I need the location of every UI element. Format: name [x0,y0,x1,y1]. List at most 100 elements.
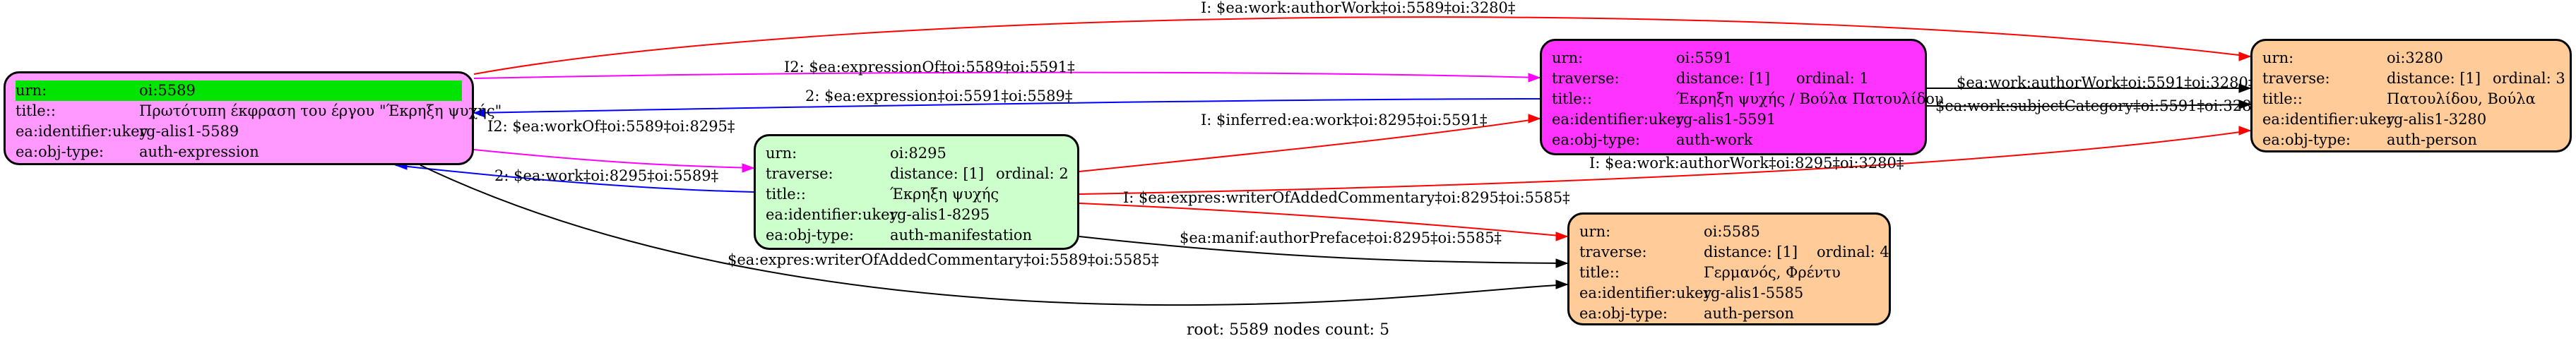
n8295-row: traverse: distance: [1] ordinal: 2 [756,164,1077,184]
edge-label: I: $ea:work:authorWork‡oi:8295‡oi:3280‡ [1589,155,1904,172]
edge-line [473,16,2251,75]
field-value: rg-alis1-3280 [2387,111,2487,128]
field-value: Γερμανός, Φρέντυ [1704,264,1841,281]
edge-label: $ea:expres:writerOfAddedCommentary‡oi:55… [728,251,1159,268]
n3280-row: urn:oi:3280 [2252,48,2570,68]
field-key: title:: [2262,90,2303,107]
field-key: ea:obj-type: [2262,131,2351,148]
field-value: auth-work [1676,131,1753,148]
field-value: oi:5585 [1704,223,1760,240]
field-value: oi:8295 [890,145,946,162]
arrowhead-icon [2238,126,2252,136]
node-oi-3280[interactable]: urn:oi:3280 traverse: distance: [1] ordinal… [2250,39,2572,152]
arrowhead-icon [1528,73,1541,83]
n5591-row: traverse:distance: [1]ordinal: 1 [1542,68,1925,89]
edge-label: I: $inferred:ea:work‡oi:8295‡oi:5591‡ [1201,112,1488,128]
n3280-row: ea:obj-type: auth-person [2252,130,2570,150]
arrowhead-icon [1528,114,1541,124]
field-value: rg-alis1-5589 [139,123,239,140]
field-key: ea:identifier:ukey [766,206,898,223]
n5589-row: urn: oi:5589 [6,80,472,101]
highlight-bar [16,80,462,101]
footer-caption: root: 5589 nodes count: 5 [1186,321,1390,339]
n8295-row: title::Έκρηξη ψυχής [756,184,1077,205]
field-value: oi:5589 [139,82,196,99]
field-value: Πρωτότυπη έκφραση του έργου "Έκρηξη ψυχή… [139,102,502,119]
arrowhead-icon [2238,52,2252,61]
field-key: ea:obj-type: [1579,305,1668,322]
field-key: title:: [16,102,56,119]
edge-line [1079,118,1541,172]
field-value: Πατουλίδου, Βούλα [2387,90,2536,107]
field-key: urn: [766,145,797,162]
field-value: auth-manifestation [890,227,1033,244]
field-ordinal: ordinal: 2 [996,165,1069,182]
field-value: oi:3280 [2387,49,2443,66]
field-key: ea:identifier:ukey [1579,284,1712,301]
edge-label: 2: $ea:work‡oi:8295‡oi:5589‡ [494,167,718,184]
edge-label: I: $ea:work:authorWork‡oi:5589‡oi:3280‡ [1201,0,1515,16]
n5585-row: ea:obj-type: auth-person [1569,304,1889,324]
field-value: auth-expression [139,143,259,160]
node-oi-8295[interactable]: urn: oi:8295 traverse: distance: [1] ordinal… [754,134,1079,250]
field-key: ea:obj-type: [766,227,854,244]
field-key: ea:identifier:ukey [1552,111,1685,128]
edge-label: $ea:work:authorWork‡oi:5591‡oi:3280‡ [1957,74,2255,91]
edge-line [473,71,1541,79]
n3280-row: traverse: distance: [1] ordinal: 3 [2252,68,2570,89]
field-key: title:: [1552,90,1592,107]
edge-line [1079,203,1568,237]
n5591-row: title::Έκρηξη ψυχής / Βούλα Πατουλίδου [1542,89,1944,109]
field-value: distance: [1] [1676,70,1771,87]
n8295-row: ea:obj-type: auth-manifestation [756,225,1077,246]
field-ordinal: ordinal: 4 [1817,244,1889,260]
field-key: traverse: [2262,70,2330,87]
edge-label: I: $ea:expres:writerOfAddedCommentary‡oi… [1123,189,1570,206]
field-key: urn: [16,82,47,99]
field-value: auth-person [1704,305,1794,322]
field-ordinal: ordinal: 3 [2493,70,2565,87]
edge-line [1079,130,2251,195]
arrowhead-icon [1555,258,1569,268]
field-key: ea:obj-type: [16,143,104,160]
n5589-row: title::Πρωτότυπη έκφραση του έργου "Έκρη… [6,101,501,121]
edge-label: $ea:manif:authorPreface‡oi:8295‡oi:5585‡ [1180,229,1502,246]
edge-line [1079,236,1568,264]
edge-label: $ea:work:subjectCategory‡oi:5591‡oi:3280… [1935,97,2268,114]
field-key: title:: [766,186,806,203]
edge-label: 2: $ea:expression‡oi:5591‡oi:5589‡ [805,88,1072,104]
field-key: traverse: [766,165,833,182]
field-key: ea:identifier:ukey [2262,111,2395,128]
edge-line [420,164,1568,306]
arrowhead-icon [1555,232,1569,241]
edge-line [1926,104,2251,107]
n5591-row: ea:obj-type:auth-work [1542,130,1925,150]
field-key: urn: [1579,223,1611,240]
field-key: traverse: [1579,244,1647,260]
field-value: auth-person [2387,131,2477,148]
n5589-row: ea:obj-type: auth-expression [6,142,472,162]
edge-line [473,149,754,169]
arrowhead-icon [2238,100,2252,109]
arrowhead-icon [2238,83,2252,93]
field-value: rg-alis1-5585 [1704,284,1804,301]
field-ordinal: ordinal: 1 [1796,70,1869,87]
field-value: distance: [1] [2387,70,2481,87]
edge-line [395,164,754,193]
field-value: Έκρηξη ψυχής / Βούλα Πατουλίδου [1676,90,1944,107]
n5591-row: urn:oi:5591 [1542,48,1925,68]
field-key: ea:identifier:ukey [16,123,148,140]
n5585-row: title::Γερμανός, Φρέντυ [1569,263,1889,283]
n3280-row: title::Πατουλίδου, Βούλα [2252,89,2570,109]
field-value: oi:5591 [1676,49,1733,66]
field-value: distance: [1] [890,165,985,182]
field-value: rg-alis1-8295 [890,206,990,223]
